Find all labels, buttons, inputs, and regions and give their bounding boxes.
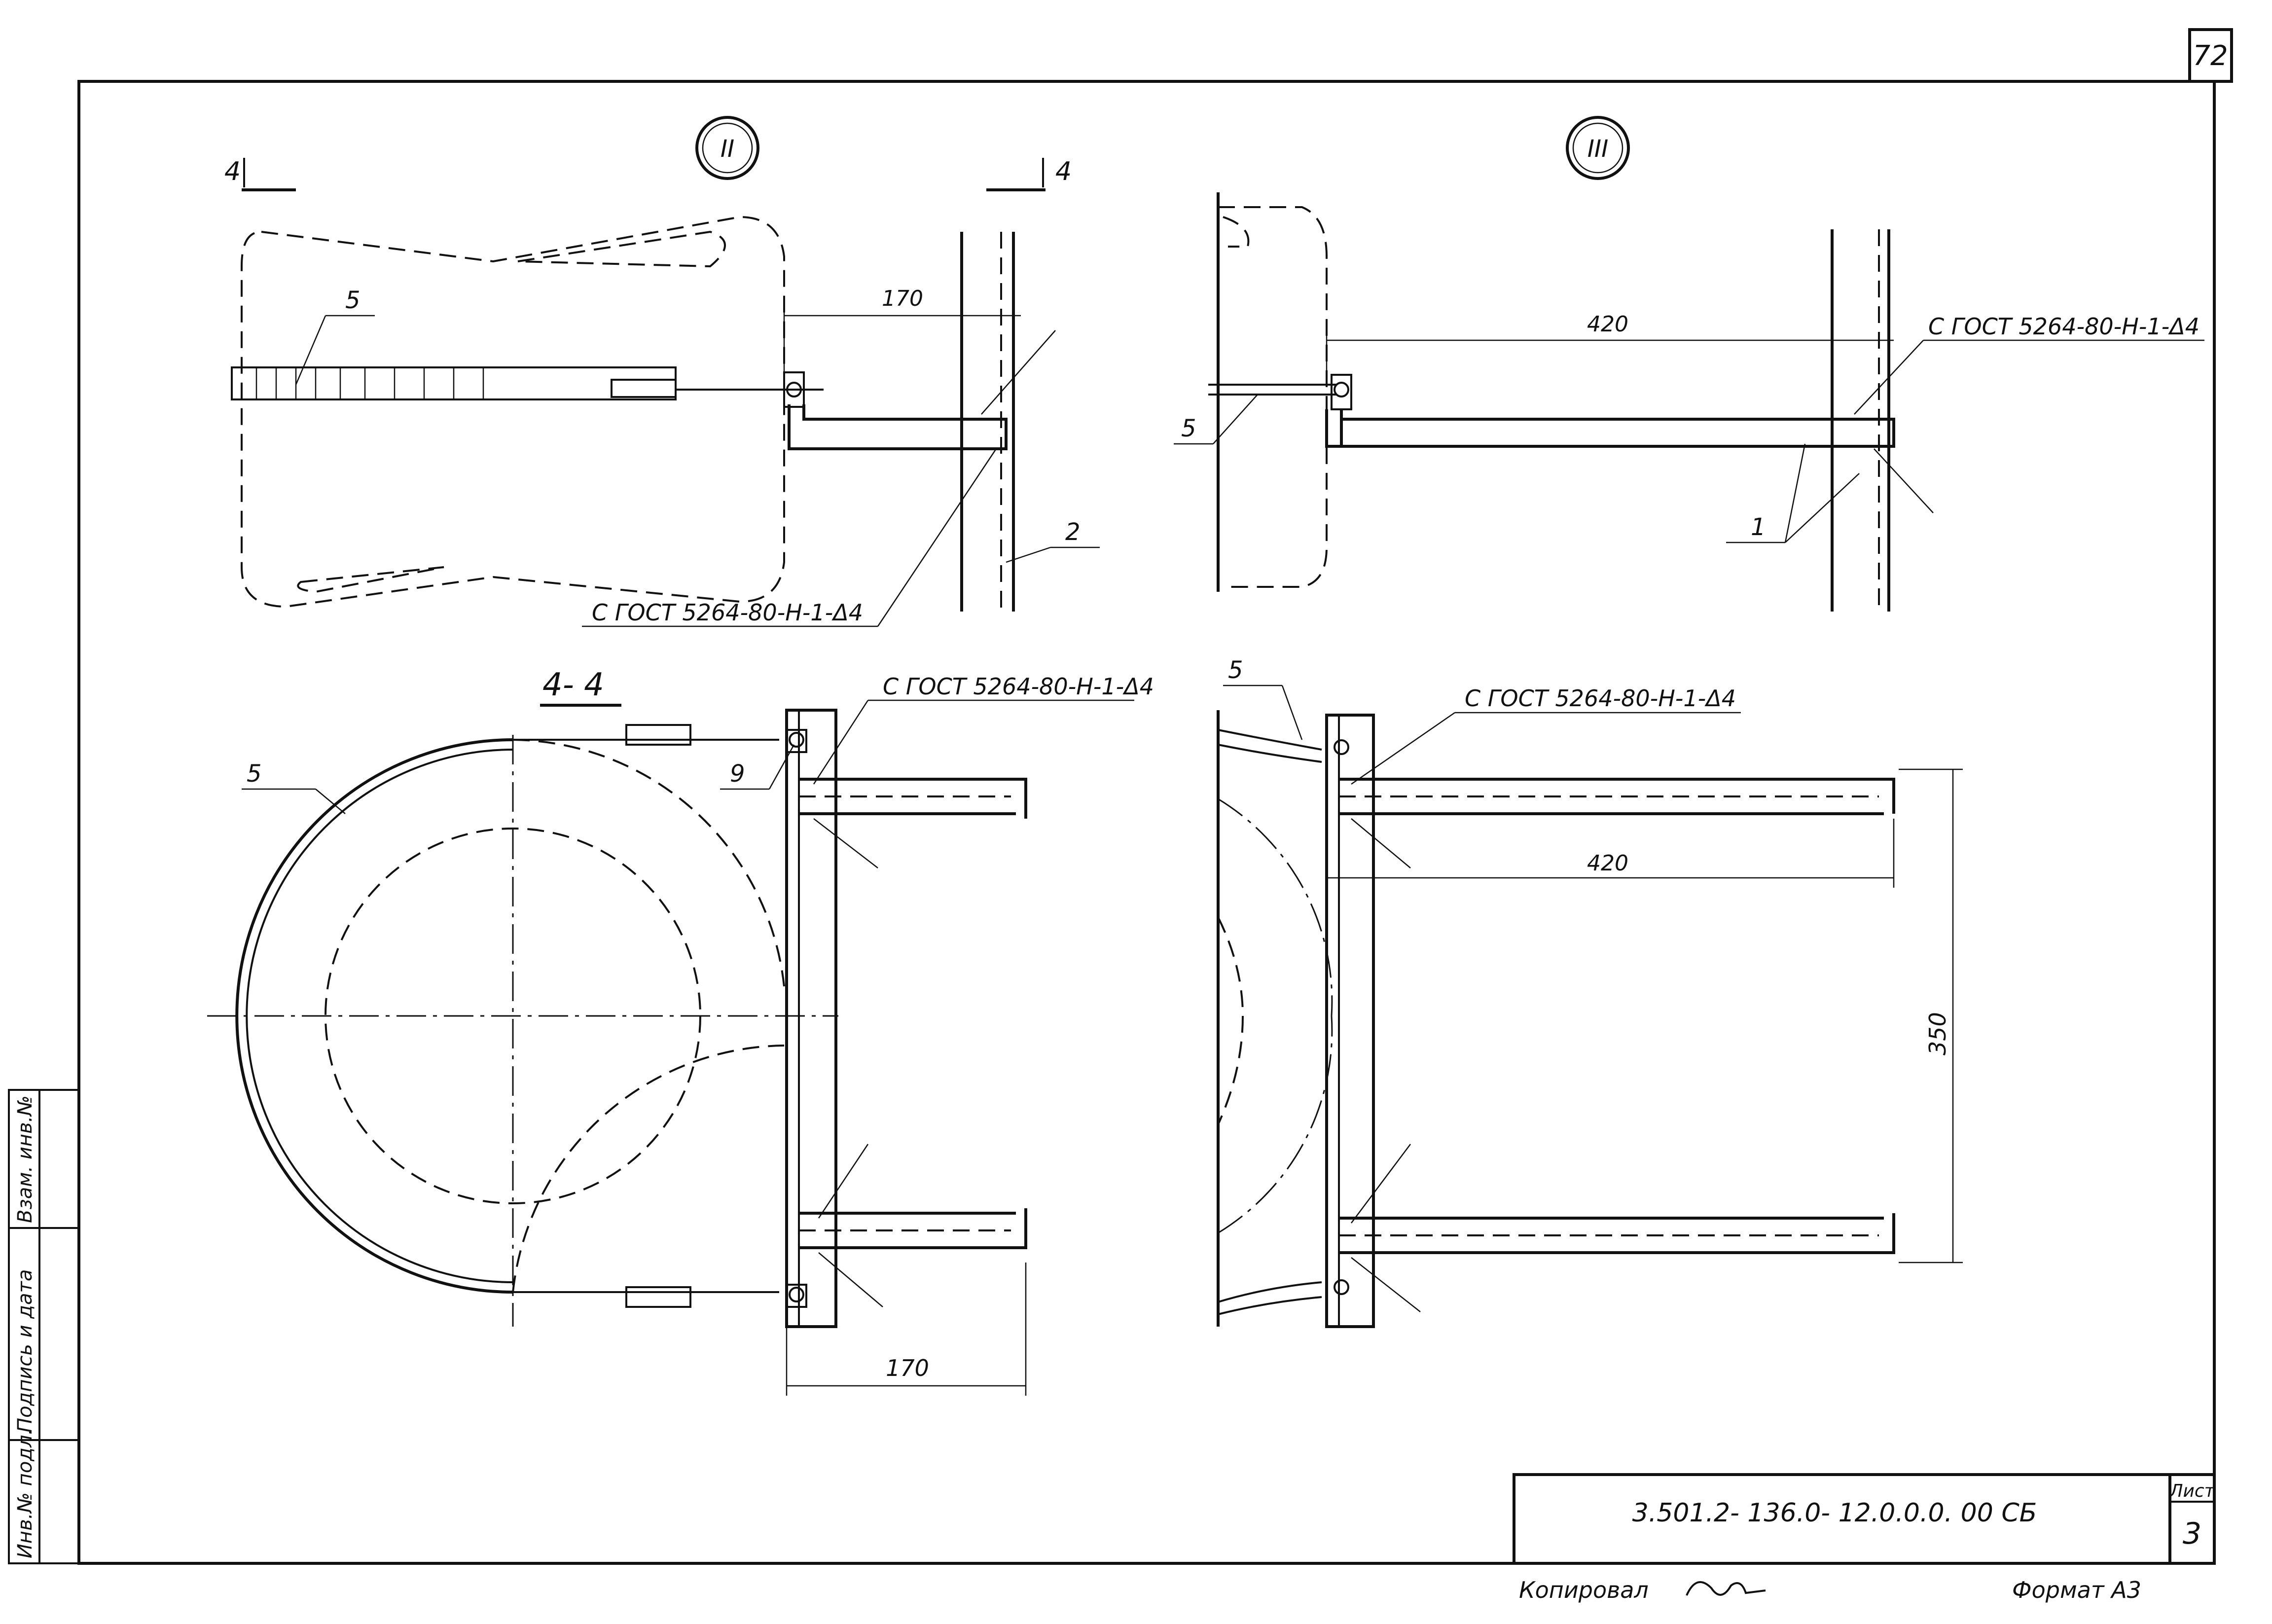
section-4-4-view: 4- 4 С ГОСТ 5264-80-Н-1-Δ4	[207, 667, 1154, 1396]
section-right-pos-5: 5	[1228, 656, 1243, 684]
copier-signature	[1686, 1581, 1766, 1596]
drawing-designation: 3.501.2- 136.0- 12.0.0.0. 00 СБ	[1632, 1498, 2037, 1528]
page-number: 72	[2193, 40, 2228, 72]
section-weld-note: С ГОСТ 5264-80-Н-1-Δ4	[883, 673, 1154, 700]
detail-iii-pos-1: 1	[1751, 513, 1766, 541]
stamp-inv-label: Инв.№ подл.	[14, 1429, 36, 1558]
section-right-dim-420: 420	[1587, 851, 1628, 876]
format-label: Формат А3	[2012, 1577, 2141, 1603]
section-right-weld-note: С ГОСТ 5264-80-Н-1-Δ4	[1465, 685, 1736, 712]
stamp-sign-label: Подпись и дата	[14, 1269, 36, 1433]
detail-ii-view: II 4 4	[224, 116, 1100, 627]
detail-ii-marker: II	[721, 135, 734, 163]
detail-ii-dim-170: 170	[882, 286, 923, 311]
detail-iii-marker: III	[1587, 135, 1608, 163]
detail-ii-weld-note: С ГОСТ 5264-80-Н-1-Δ4	[592, 599, 863, 626]
sheet-number: 3	[2183, 1516, 2201, 1551]
detail-iii-pos-5: 5	[1181, 415, 1196, 442]
detail-iii-view: III 420 С ГОСТ 5264-80-Н-1-Δ4 5 1	[1174, 116, 2204, 612]
section-mark-left: 4	[224, 157, 241, 186]
section-right-view: С ГОСТ 5264-80-Н-1-Δ4 420 350 5	[1217, 656, 1963, 1328]
copied-by-label: Копировал	[1519, 1577, 1649, 1603]
section-pos-5: 5	[247, 760, 262, 788]
detail-iii-dim-420: 420	[1587, 312, 1628, 337]
section-mark-right: 4	[1055, 157, 1072, 186]
title-block: 3.501.2- 136.0- 12.0.0.0. 00 СБ Лист 3	[1513, 1473, 2216, 1565]
side-stamp: Инв.№ подл. Подпись и дата Взам. инв.№	[8, 1089, 80, 1564]
section-right-dim-350: 350	[1924, 1012, 1951, 1055]
sheet-frame	[77, 28, 2233, 1565]
section-pos-9: 9	[730, 760, 745, 788]
stamp-replace-label: Взам. инв.№	[14, 1095, 36, 1223]
detail-ii-pos-5: 5	[345, 287, 361, 314]
detail-ii-pos-2: 2	[1065, 518, 1081, 546]
section-dim-170: 170	[886, 1355, 929, 1381]
section-title: 4- 4	[542, 667, 604, 703]
sheet-label: Лист	[2168, 1481, 2215, 1501]
detail-iii-weld-note: С ГОСТ 5264-80-Н-1-Δ4	[1928, 313, 2200, 340]
